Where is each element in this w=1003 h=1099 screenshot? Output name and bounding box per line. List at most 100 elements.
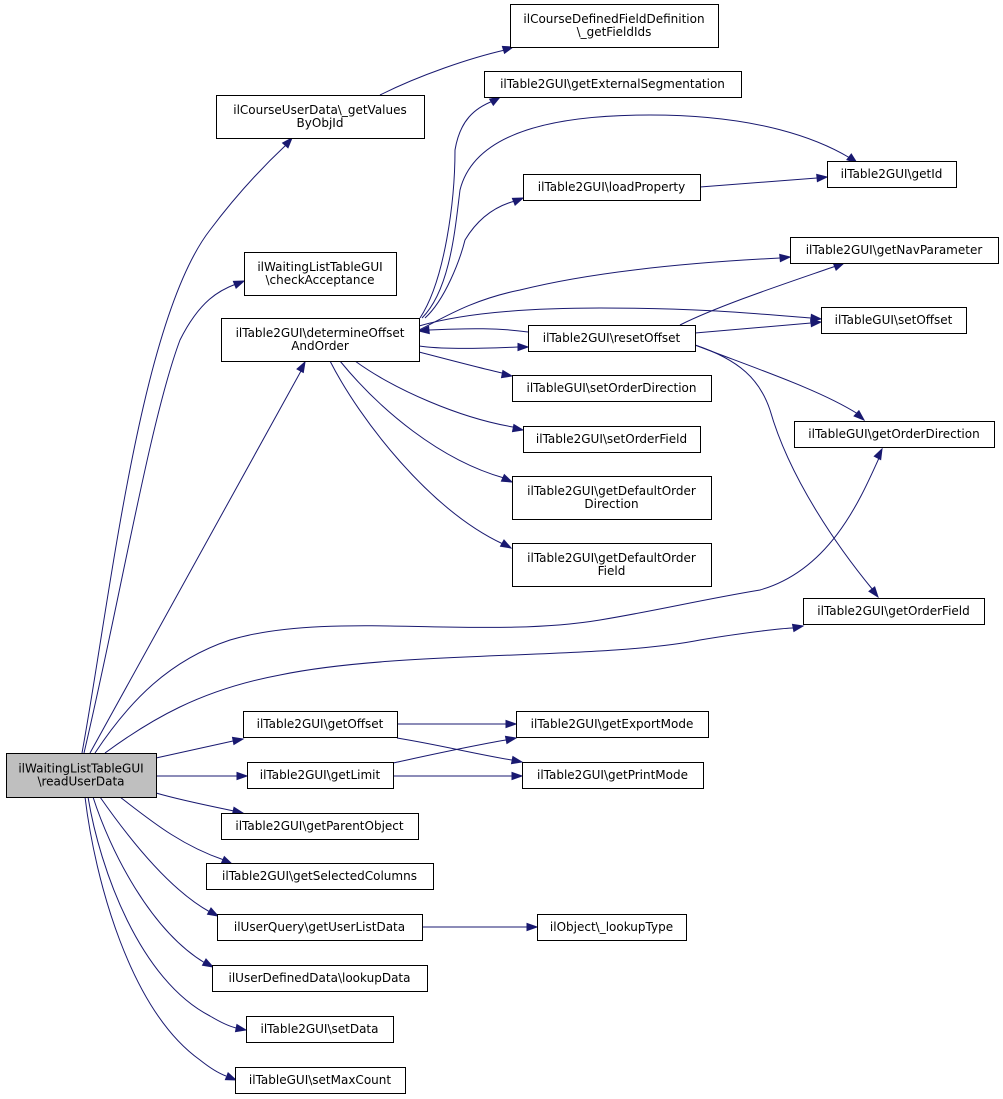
node-set-max-count[interactable]: ilTableGUI\setMaxCount	[235, 1067, 406, 1094]
arrowhead	[853, 409, 866, 421]
node-set-data[interactable]: ilTable2GUI\setData	[246, 1016, 394, 1043]
node-root[interactable]: ilWaitingListTableGUI\readUserData	[6, 753, 157, 798]
node-label: ilTable2GUI\getPrintMode	[537, 768, 688, 782]
edge-root-to-course-user-data	[81, 136, 293, 754]
node-label: ilObject\_lookupType	[550, 920, 673, 934]
arrowhead	[791, 623, 805, 633]
node-get-export-mode[interactable]: ilTable2GUI\getExportMode	[516, 711, 709, 738]
node-get-order-field[interactable]: ilTable2GUI\getOrderField	[803, 598, 985, 625]
edge-reset-offset-to-get-nav-parameter	[679, 262, 846, 326]
node-get-id[interactable]: ilTable2GUI\getId	[827, 161, 957, 188]
node-label: ilTable2GUI\getParentObject	[235, 819, 403, 833]
node-lookup-data[interactable]: ilUserDefinedData\lookupData	[212, 965, 428, 992]
node-box	[522, 762, 704, 789]
node-set-offset[interactable]: ilTableGUI\setOffset	[821, 307, 967, 334]
node-box	[512, 476, 712, 520]
node-box	[510, 4, 719, 48]
arrowhead	[488, 96, 502, 107]
node-label: ilTable2GUI\getDefaultOrder	[527, 551, 696, 565]
arrowhead	[517, 342, 530, 352]
edge-root-to-get-selected-columns	[119, 796, 234, 865]
arrowhead	[500, 369, 514, 379]
node-label: ilCourseUserData\_getValues	[233, 103, 407, 117]
edge-course-user-data-to-cdf-get-field-ids	[379, 45, 515, 96]
node-label: ilTable2GUI\getExportMode	[531, 717, 694, 731]
arrowhead	[224, 1072, 238, 1081]
node-box	[247, 762, 394, 789]
node-box	[790, 237, 999, 264]
edge-root-to-check-acceptance	[83, 280, 246, 754]
edge-reset-offset-to-get-order-direction	[694, 344, 866, 421]
node-lookup-type[interactable]: ilObject\_lookupType	[537, 914, 687, 941]
node-get-nav-parameter[interactable]: ilTable2GUI\getNavParameter	[790, 237, 999, 264]
arrowhead	[779, 253, 792, 263]
node-reset-offset[interactable]: ilTable2GUI\resetOffset	[528, 325, 696, 352]
edge-get-offset-to-get-print-mode	[396, 737, 524, 765]
node-box	[803, 598, 985, 625]
node-get-offset[interactable]: ilTable2GUI\getOffset	[243, 711, 398, 738]
edge-root-to-determine-offset	[89, 360, 306, 754]
node-set-order-direction[interactable]: ilTableGUI\setOrderDirection	[512, 375, 712, 402]
arrowhead	[296, 360, 306, 374]
node-label: ilTable2GUI\loadProperty	[538, 180, 685, 194]
edge-root-to-get-offset	[155, 736, 245, 759]
arrowhead	[511, 197, 525, 206]
node-label: ilTable2GUI\getDefaultOrder	[527, 484, 696, 498]
node-label: ilTable2GUI\setData	[261, 1022, 379, 1036]
edge-reset-offset-to-determine-offset	[417, 325, 529, 335]
arrowhead	[232, 280, 246, 289]
edge-line	[92, 796, 206, 964]
node-box	[246, 1016, 394, 1043]
node-box	[523, 174, 701, 201]
edge-root-to-get-order-direction	[94, 447, 883, 754]
edge-reset-offset-to-set-offset	[694, 318, 823, 334]
node-label: ByObjId	[297, 116, 344, 130]
arrowhead	[526, 922, 539, 932]
node-cdf-get-field-ids[interactable]: ilCourseDefinedFieldDefinition\_getField…	[510, 4, 719, 48]
node-label: ilTable2GUI\setOrderField	[536, 432, 687, 446]
node-label: \_getFieldIds	[577, 25, 652, 39]
edge-determine-offset-to-get-default-order-direction	[339, 360, 514, 483]
edge-line	[379, 49, 506, 96]
node-check-acceptance[interactable]: ilWaitingListTableGUI\checkAcceptance	[244, 252, 397, 296]
edge-line	[94, 457, 880, 754]
node-get-user-list-data[interactable]: ilUserQuery\getUserListData	[217, 914, 423, 941]
node-label: ilWaitingListTableGUI	[257, 260, 382, 274]
edge-root-to-get-limit	[156, 771, 249, 781]
node-box	[216, 95, 425, 139]
node-label: Direction	[584, 497, 638, 511]
node-box	[212, 965, 428, 992]
node-load-property[interactable]: ilTable2GUI\loadProperty	[523, 174, 701, 201]
node-label: ilUserDefinedData\lookupData	[229, 971, 411, 985]
node-get-print-mode[interactable]: ilTable2GUI\getPrintMode	[522, 762, 704, 789]
node-get-parent-object[interactable]: ilTable2GUI\getParentObject	[221, 813, 419, 840]
edge-line	[99, 796, 211, 913]
node-label: ilTableGUI\setOffset	[835, 313, 953, 327]
node-get-order-direction[interactable]: ilTableGUI\getOrderDirection	[794, 421, 995, 448]
edge-line	[694, 344, 874, 591]
edge-determine-offset-to-get-default-order-field	[329, 360, 513, 549]
edge-get-offset-to-get-export-mode	[397, 719, 518, 729]
edge-line	[424, 200, 516, 319]
node-set-order-field[interactable]: ilTable2GUI\setOrderField	[523, 426, 701, 453]
node-label: AndOrder	[291, 339, 349, 353]
node-box	[537, 914, 687, 941]
edge-root-to-get-user-list-data	[99, 796, 220, 917]
arrowhead	[501, 45, 515, 55]
arrowhead	[231, 736, 245, 746]
edge-line	[119, 796, 225, 861]
arrowhead	[868, 586, 879, 599]
node-get-selected-columns[interactable]: ilTable2GUI\getSelectedColumns	[206, 863, 434, 890]
arrowhead	[504, 735, 518, 745]
node-label: ilTable2GUI\getSelectedColumns	[222, 869, 417, 883]
edge-root-to-lookup-data	[92, 796, 215, 968]
node-get-external-segmentation[interactable]: ilTable2GUI\getExternalSegmentation	[484, 71, 742, 98]
arrowhead	[201, 958, 215, 968]
node-label: ilTable2GUI\getNavParameter	[806, 243, 983, 257]
node-get-limit[interactable]: ilTable2GUI\getLimit	[247, 762, 394, 789]
